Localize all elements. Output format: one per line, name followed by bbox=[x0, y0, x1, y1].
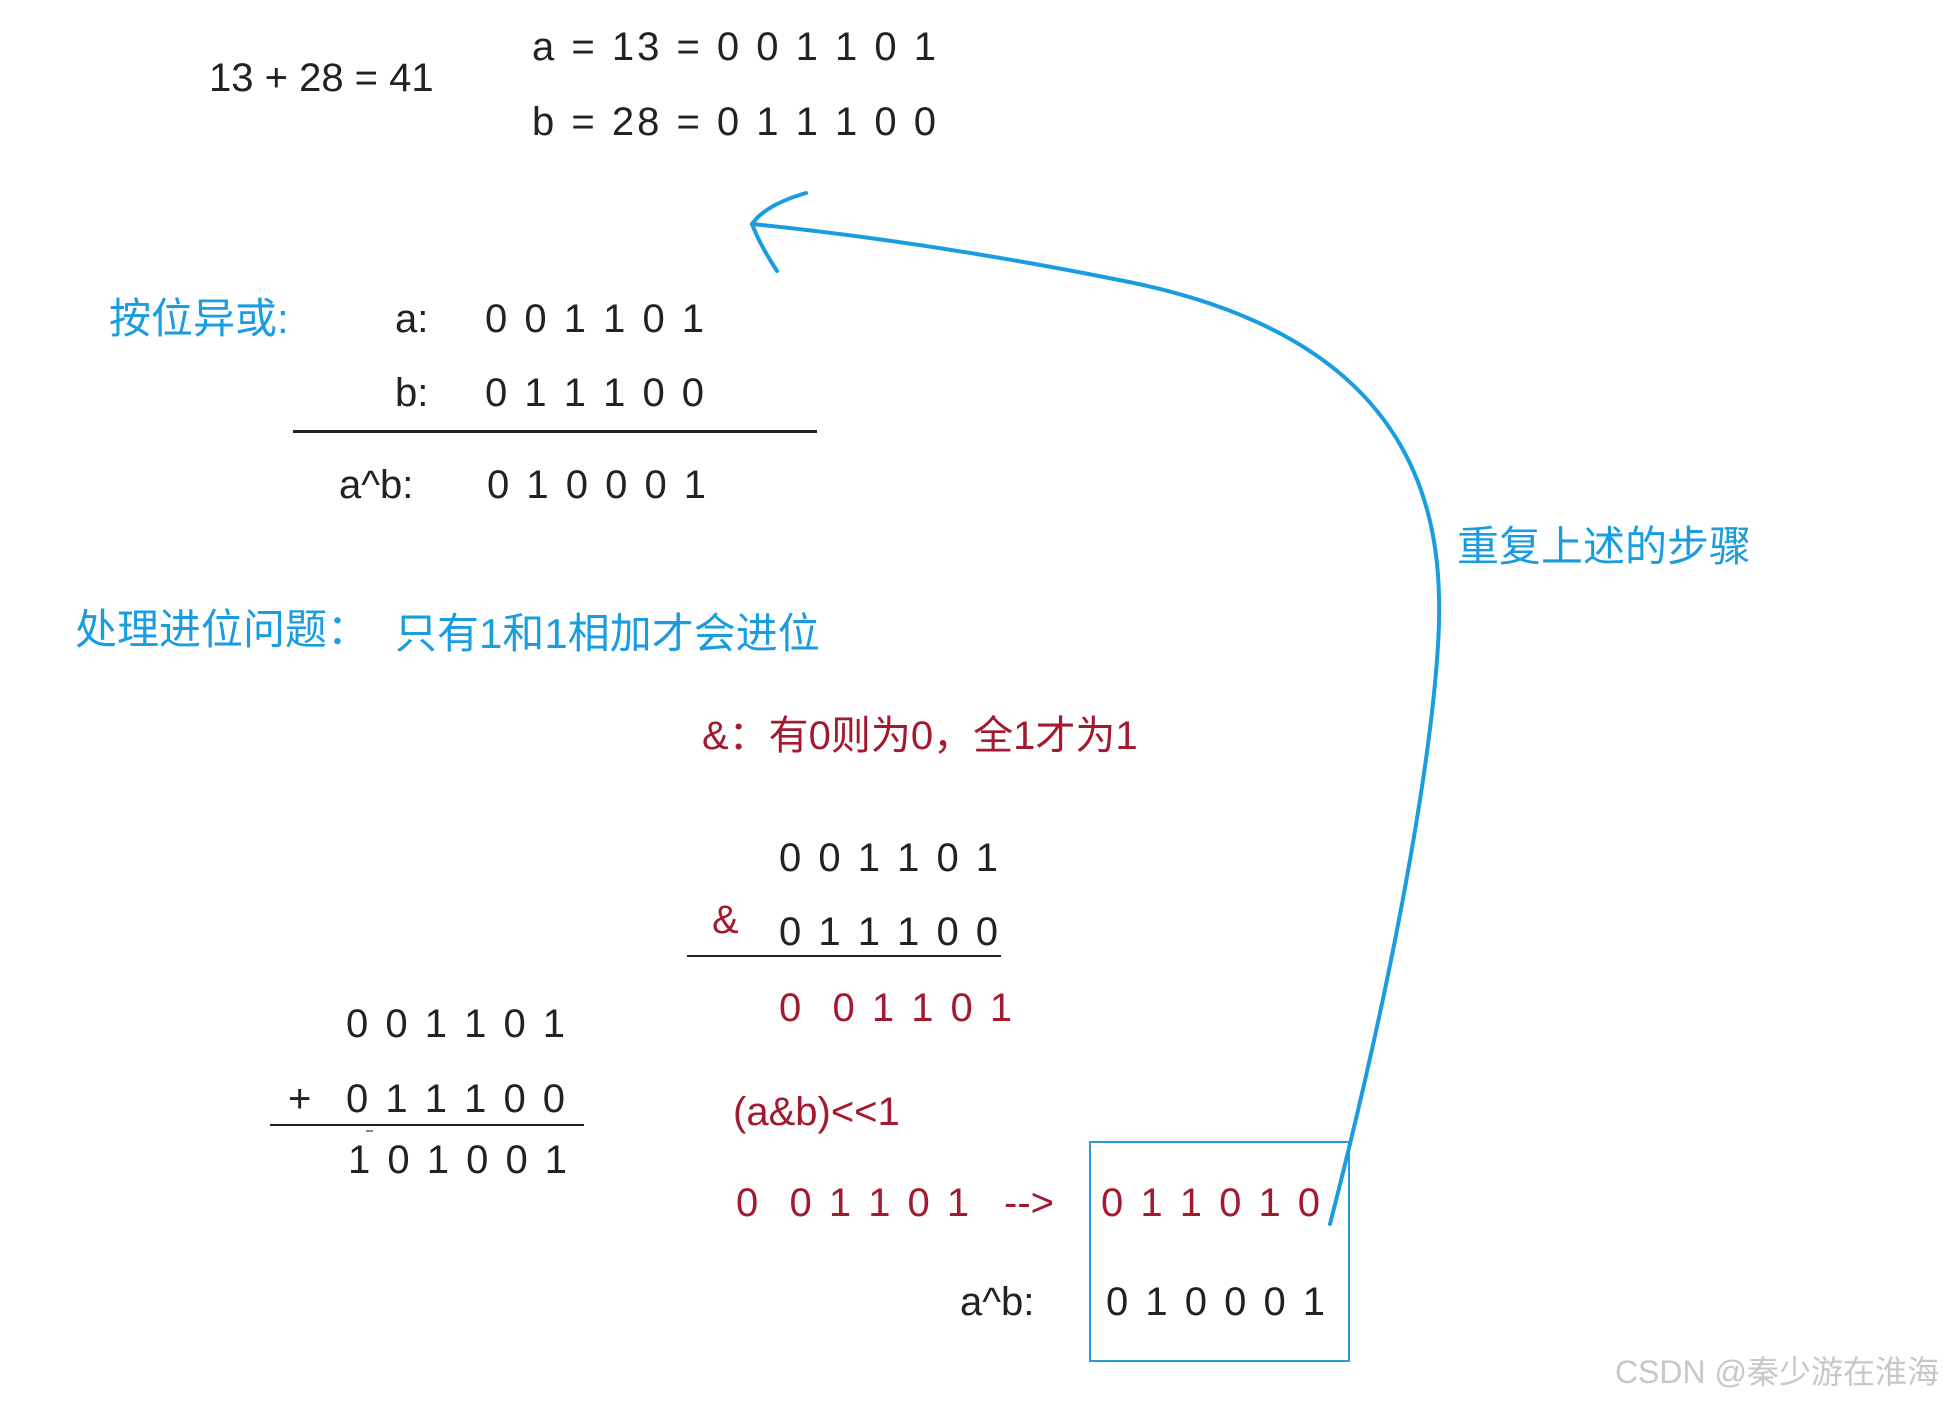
and-divider bbox=[687, 955, 1001, 957]
sum-b-bits: 0 1 1 1 0 0 bbox=[346, 1077, 569, 1121]
xor-title: 按位异或: bbox=[109, 295, 289, 342]
carry-title: 处理进位问题： bbox=[75, 606, 370, 653]
xor-a-bits: 0 0 1 1 0 1 bbox=[485, 297, 708, 341]
and-result-bits: 0 0 1 1 0 1 bbox=[779, 986, 1016, 1030]
sum-result-bits: 1 0 1 0 0 1 bbox=[348, 1138, 571, 1182]
xor-result-label: a^b: bbox=[339, 463, 414, 507]
and-rule: &：有0则为0，全1才为1 bbox=[702, 714, 1138, 758]
xor-a-label: a: bbox=[395, 297, 429, 341]
sum-a-bits: 0 0 1 1 0 1 bbox=[346, 1002, 569, 1046]
xor-b-bits: 0 1 1 1 0 0 bbox=[485, 371, 708, 415]
xor-result-bits: 0 1 0 0 0 1 bbox=[487, 463, 710, 507]
xor-b-label: b: bbox=[395, 371, 429, 415]
next-operands-box bbox=[1089, 1141, 1350, 1362]
next-xor-bits: 0 1 0 0 0 1 bbox=[1106, 1280, 1329, 1324]
xor-divider bbox=[293, 430, 817, 433]
repeat-arrow-head bbox=[749, 191, 808, 273]
and-a-bits: 0 0 1 1 0 1 bbox=[779, 836, 1002, 880]
shift-input-bits: 0 0 1 1 0 1 bbox=[736, 1181, 973, 1225]
binary-a: a = 13 = 0 0 1 1 0 1 bbox=[532, 25, 939, 69]
sum-equation: 13 + 28 = 41 bbox=[209, 56, 434, 100]
and-operator: & bbox=[712, 898, 739, 942]
and-b-bits: 0 1 1 1 0 0 bbox=[779, 910, 1002, 954]
shift-arrow-text: --> bbox=[1004, 1181, 1054, 1225]
shift-output-bits: 0 1 1 0 1 0 bbox=[1101, 1181, 1324, 1225]
binary-b: b = 28 = 0 1 1 1 0 0 bbox=[532, 100, 939, 144]
sum-divider bbox=[270, 1124, 584, 1126]
repeat-steps-label: 重复上述的步骤 bbox=[1457, 523, 1752, 570]
carry-mark bbox=[366, 1130, 373, 1132]
next-xor-label: a^b: bbox=[960, 1280, 1035, 1324]
carry-note: 只有1和1相加才会进位 bbox=[395, 610, 820, 657]
shift-label: (a&b)<<1 bbox=[733, 1090, 900, 1134]
watermark: CSDN @秦少游在淮海 bbox=[1614, 1354, 1939, 1390]
sum-operator: + bbox=[288, 1077, 312, 1121]
